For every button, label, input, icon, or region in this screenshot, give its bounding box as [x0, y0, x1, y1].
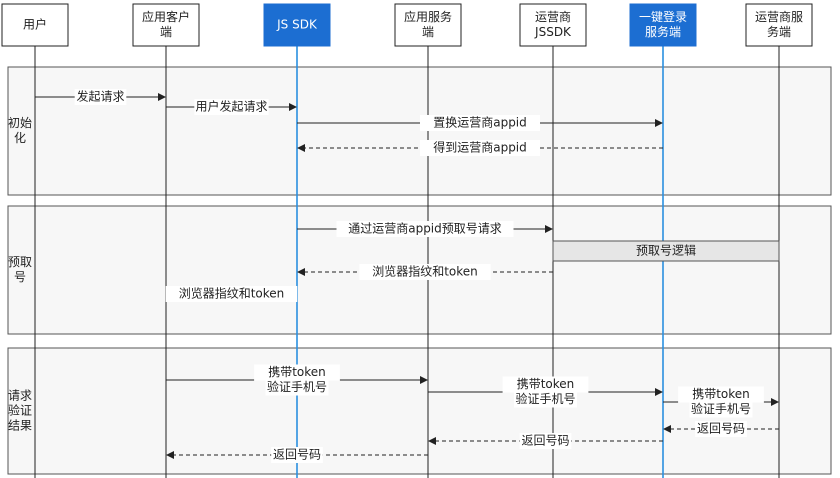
message-label-bg [254, 364, 340, 381]
participant-label-line-0: 运营商服 [755, 9, 803, 24]
phase-label-line-0: 初始 [8, 116, 32, 130]
message-label-bg [271, 447, 323, 463]
participant-label-line-0: 应用客户 [142, 9, 190, 24]
message-label-line-0: 发起请求 [76, 89, 124, 104]
message-12: 返回号码 [166, 447, 428, 463]
participant-user: 用户 [1, 3, 69, 47]
message-0: 发起请求 [35, 89, 166, 105]
participant-label-line-1: 务端 [767, 24, 791, 39]
message-label-bg [514, 391, 577, 408]
phase-label-line-2: 结果 [8, 419, 32, 433]
message-label-line-0: 携带token [517, 376, 575, 391]
participant-label-line-1: 端 [160, 25, 172, 39]
participant-label-line-0: JS SDK [276, 18, 318, 32]
message-label-line-0: 返回号码 [521, 434, 569, 448]
message-label-bg [678, 386, 764, 403]
participant-label-line-0: 用户 [23, 17, 47, 32]
participant-box [1, 3, 69, 47]
phase-label-line-0: 预取 [8, 255, 32, 269]
phase-init: 初始化 [7, 66, 832, 196]
phase-label-line-1: 化 [14, 131, 26, 145]
message-label-bg [359, 264, 491, 280]
participant-js-sdk: JS SDK [263, 3, 331, 47]
message-5: 浏览器指纹和token [297, 264, 553, 280]
message-label-line-0: 用户发起请求 [195, 99, 267, 114]
message-2: 置换运营商appid [297, 115, 663, 131]
message-4: 通过运营商appid预取号请求 [297, 221, 553, 237]
message-label-line-0: 通过运营商appid预取号请求 [348, 221, 502, 236]
participant-box [132, 3, 200, 47]
message-10: 返回号码 [663, 421, 779, 437]
message-6: 浏览器指纹和token [165, 286, 298, 302]
message-label-bg [74, 89, 127, 105]
message-label-line-0: 得到运营商appid [433, 140, 527, 155]
message-label-line-1: 验证手机号 [691, 401, 751, 416]
message-label-line-0: 携带token [692, 386, 750, 401]
message-label-line-0: 浏览器指纹和token [179, 286, 285, 301]
message-3: 得到运营商appid [297, 140, 663, 156]
message-label-line-0: 浏览器指纹和token [372, 264, 478, 279]
note-box [552, 240, 780, 262]
participant-label-line-1: 端 [422, 25, 434, 39]
participant-label-line-1: JSSDK [534, 25, 572, 39]
prefetch-logic-note: 预取号逻辑 [552, 240, 780, 262]
message-label-bg [194, 99, 269, 115]
phase-label-line-1: 验证 [8, 403, 32, 418]
message-label-line-1: 验证手机号 [267, 379, 327, 394]
participant-label-line-1: 服务端 [645, 24, 681, 39]
message-label-bg [519, 433, 572, 449]
message-label-line-0: 置换运营商appid [433, 115, 527, 130]
message-label-bg [336, 221, 514, 237]
participant-box [519, 3, 587, 47]
participant-box [263, 3, 331, 47]
message-label-line-1: 验证手机号 [515, 391, 575, 406]
message-label-bg [502, 376, 589, 393]
message-label-line-0: 返回号码 [697, 422, 745, 436]
participant-box [629, 3, 697, 47]
message-label-bg [265, 379, 329, 396]
participant-box [394, 3, 462, 47]
participant-label-line-0: 一键登录 [639, 9, 687, 24]
message-1: 用户发起请求 [166, 99, 297, 115]
message-11: 返回号码 [428, 433, 663, 449]
participant-label-line-0: 运营商 [535, 9, 571, 24]
message-label-bg [420, 115, 540, 131]
participant-box [745, 3, 813, 47]
participant-label-line-0: 应用服务 [404, 9, 452, 24]
message-label-line-0: 携带token [268, 364, 326, 379]
phase-label-line-1: 号 [14, 270, 26, 284]
message-label-line-0: 返回号码 [273, 448, 321, 462]
note-text: 预取号逻辑 [636, 244, 696, 258]
message-label-bg [689, 401, 753, 418]
phase-label-line-0: 请求 [8, 389, 32, 403]
message-label-bg [420, 140, 540, 156]
message-label-bg [695, 421, 747, 437]
phase-frame [7, 66, 832, 196]
message-label-bg [165, 286, 298, 302]
